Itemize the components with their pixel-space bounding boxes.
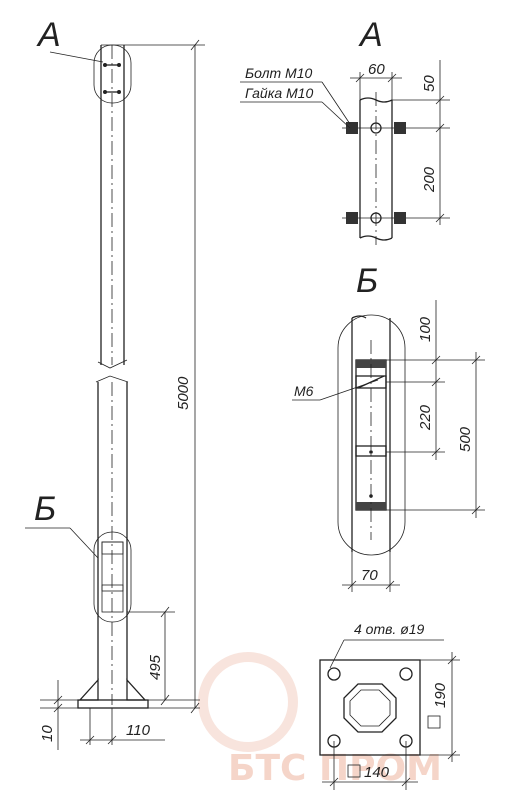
detail-a-title: А	[358, 16, 383, 54]
base-plate-view: 4 отв. ø19 190 140	[319, 621, 460, 790]
plate-height-dimension: 190	[432, 682, 449, 708]
detail-b-top-offset: 100	[417, 316, 434, 342]
detail-a-top-offset: 50	[421, 75, 438, 92]
detail-b-title: Б	[356, 262, 378, 300]
screw-label: М6	[294, 383, 314, 399]
callout-a-label: А	[36, 16, 61, 54]
detail-a-spacing: 200	[421, 166, 438, 193]
watermark-text: БТС ПРОМ	[228, 748, 442, 789]
holes-label: 4 отв. ø19	[354, 621, 425, 637]
main-pole-view: А Б 5000 495 110	[25, 16, 205, 750]
bolt-label: Болт М10	[245, 65, 312, 81]
detail-a-width: 60	[368, 61, 385, 78]
base-width-dimension: 110	[126, 722, 151, 739]
detail-a-view: А Болт М10 Гайка М10 60	[240, 16, 450, 245]
callout-b-label: Б	[34, 490, 56, 528]
detail-b-spacing: 220	[417, 404, 434, 431]
base-thickness-dimension: 10	[39, 725, 56, 742]
detail-b-view: Б М6 100 220 500	[292, 262, 485, 592]
plate-width-dimension: 140	[364, 764, 390, 781]
door-height-dimension: 495	[147, 654, 164, 680]
height-dimension: 5000	[175, 376, 192, 410]
nut-label: Гайка М10	[245, 85, 313, 101]
detail-b-width: 70	[361, 567, 378, 584]
detail-b-total: 500	[457, 426, 474, 452]
